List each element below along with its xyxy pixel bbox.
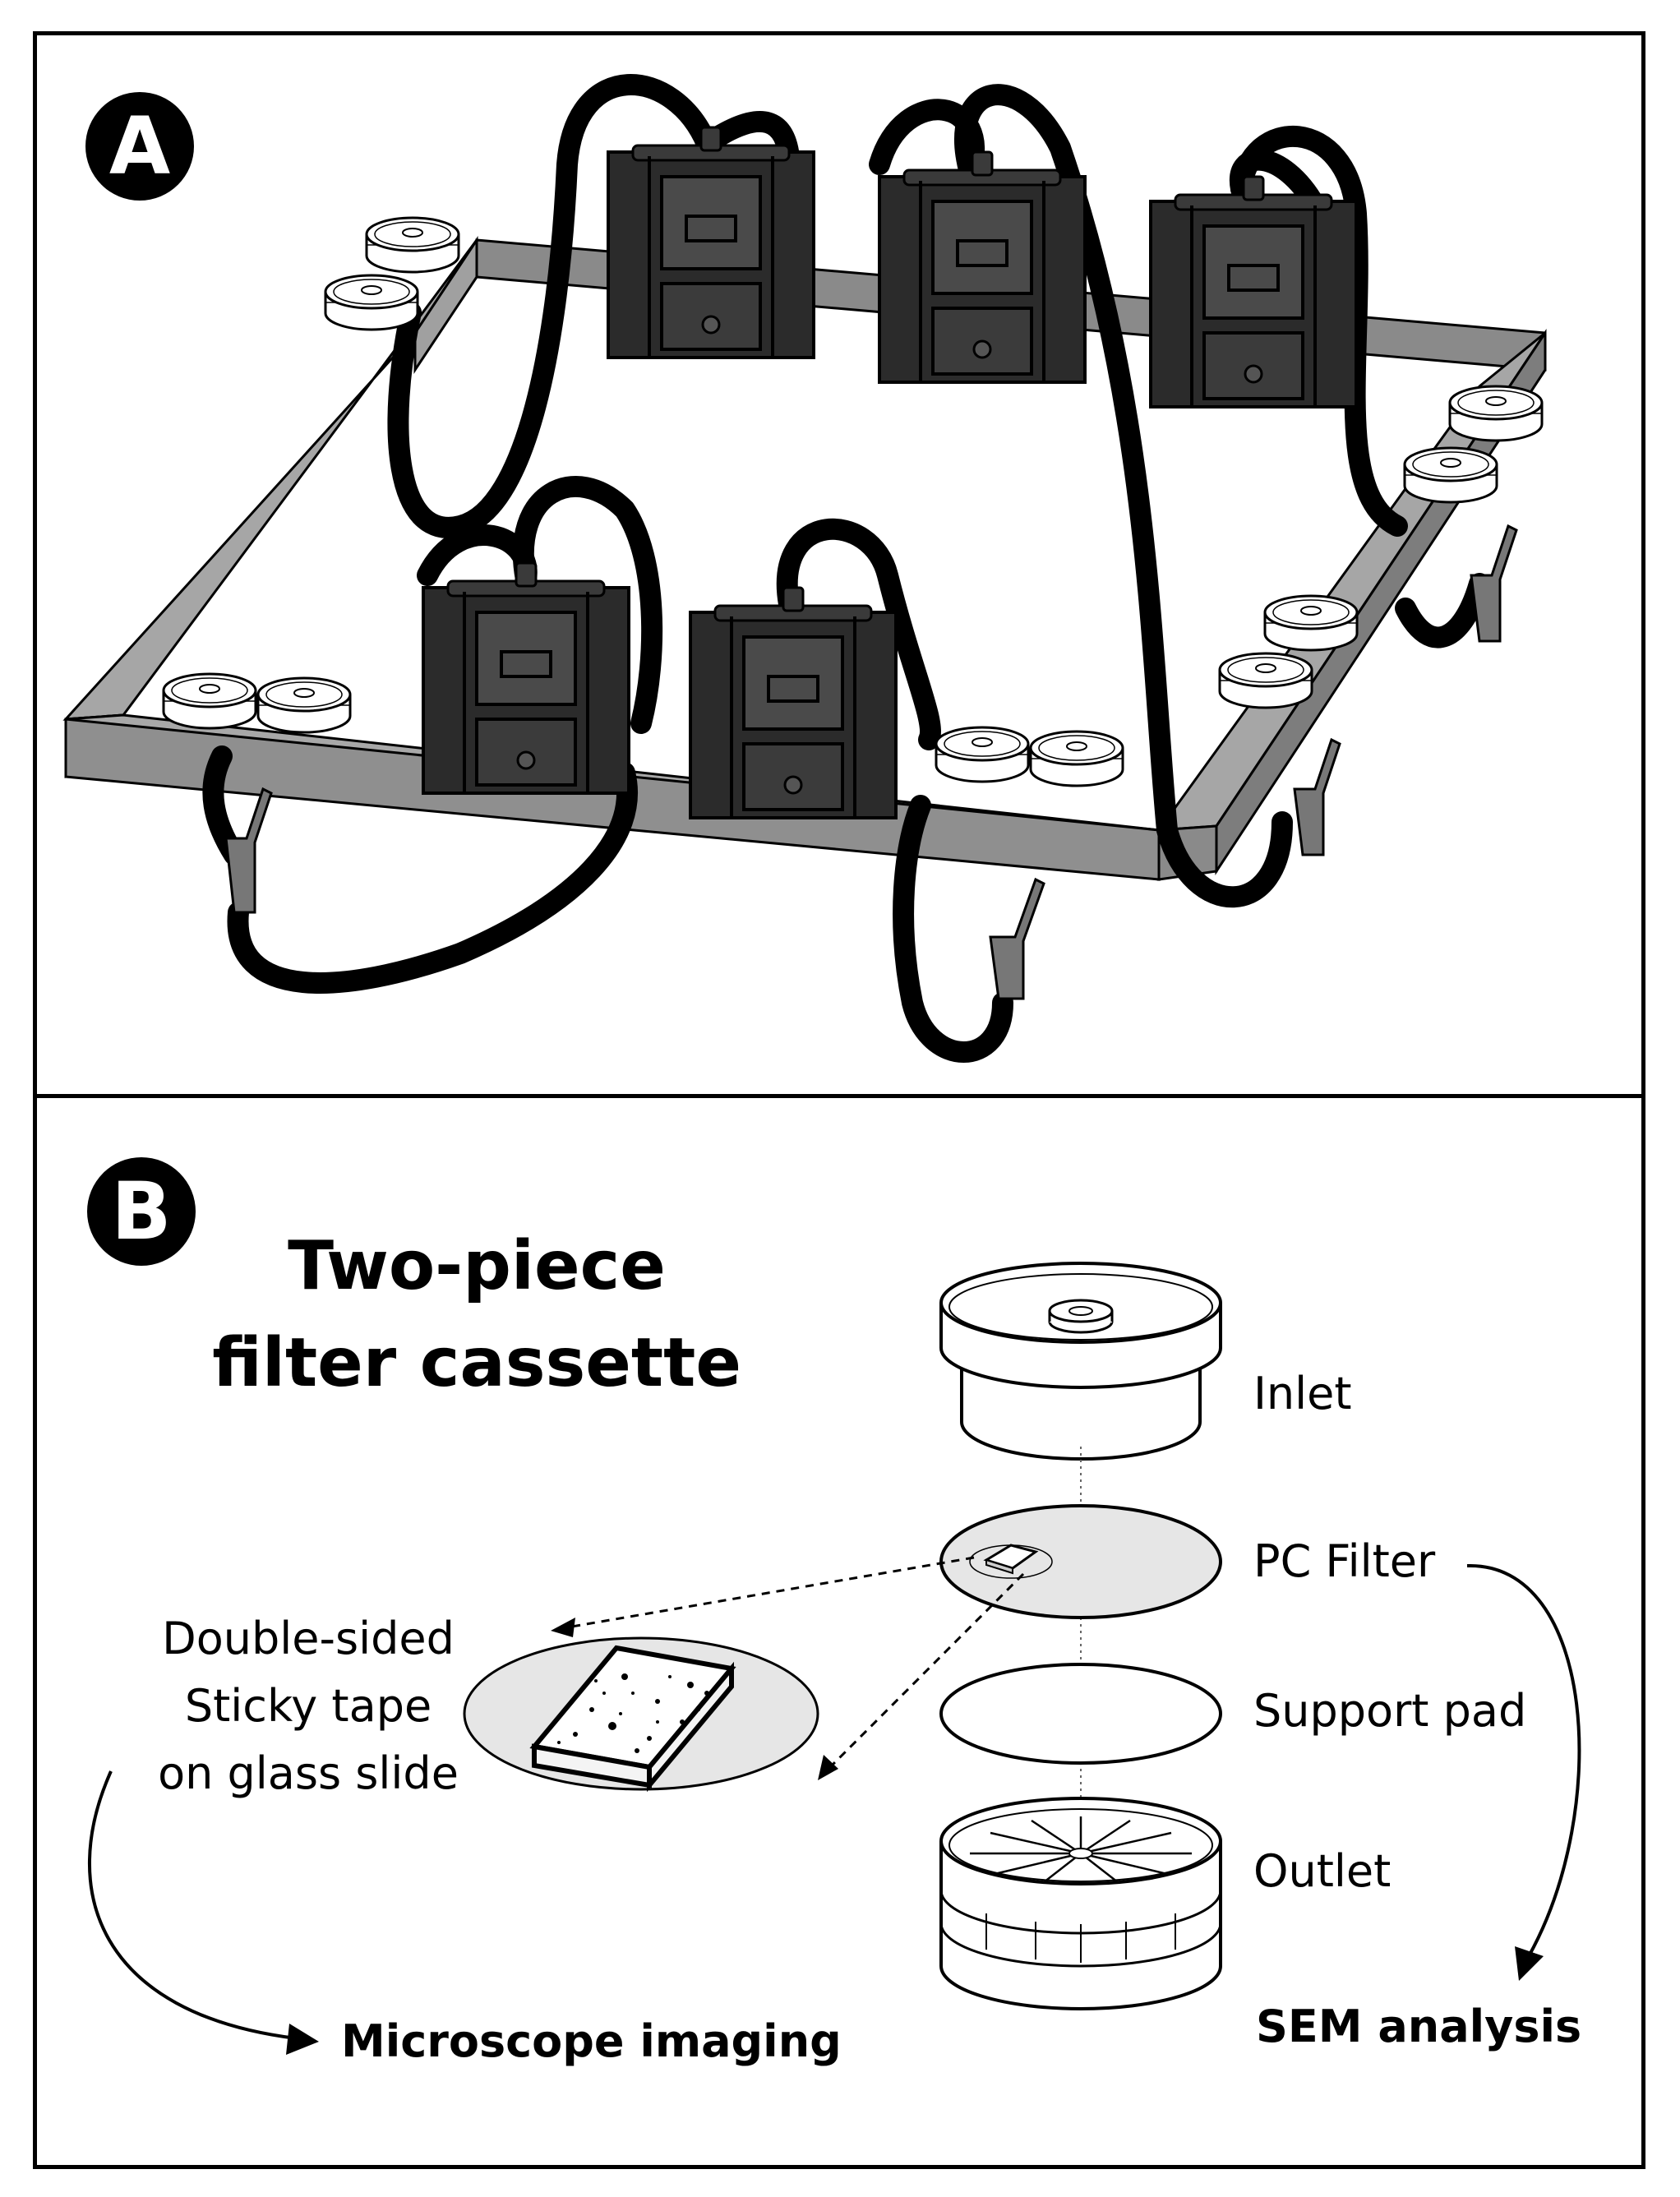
tape-label-line2: Sticky tape	[184, 1680, 432, 1732]
inlet-label: Inlet	[1253, 1368, 1352, 1419]
outlet-cassette-part	[939, 1797, 1222, 2010]
outlet-label: Outlet	[1253, 1845, 1392, 1897]
y-connectors	[224, 524, 1518, 1000]
sem-analysis-label: SEM analysis	[1256, 2001, 1582, 2052]
tape-label-line1: Double-sided	[162, 1613, 455, 1664]
support-pad-label: Support pad	[1253, 1685, 1527, 1737]
glass-slide-with-tape	[463, 1636, 819, 1793]
pc-filter-disc	[939, 1504, 1222, 1619]
panel-a-badge: A	[85, 92, 194, 201]
panel-b	[33, 1094, 1645, 2169]
support-pad-disc	[939, 1663, 1222, 1765]
microscope-imaging-label: Microscope imaging	[341, 2015, 842, 2067]
arrow-to-sem	[1466, 1563, 1581, 1957]
panel-b-title-line1: Two-piece	[288, 1227, 666, 1305]
sample-arrows	[566, 1556, 1025, 1769]
inlet-cassette-part	[939, 1262, 1222, 1461]
panel-b-badge: B	[87, 1157, 196, 1266]
panel-b-title-line2: filter cassette	[212, 1324, 741, 1402]
arrow-to-microscope	[87, 1770, 297, 2040]
pc-filter-label: PC Filter	[1253, 1535, 1436, 1587]
tape-label-line3: on glass slide	[158, 1747, 459, 1799]
